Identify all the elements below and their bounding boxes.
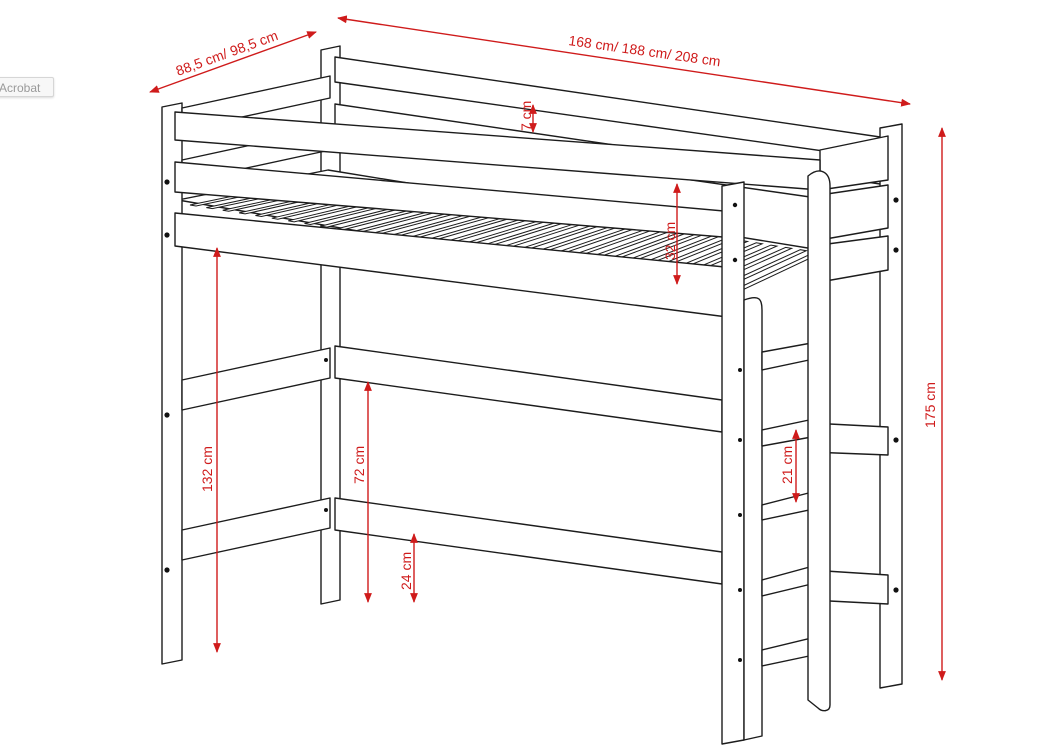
dim-bottom-rail-label: 24 cm	[398, 552, 414, 590]
bolt-holes	[164, 179, 899, 662]
dim-width-label: 88,5 cm/ 98,5 cm	[174, 27, 280, 79]
dim-rail-gap-label: 7 cm	[518, 101, 534, 131]
front-guard-rails	[174, 111, 821, 319]
acrobat-tooltip: Acrobat	[0, 77, 54, 97]
dim-total-height-label: 175 cm	[922, 382, 938, 428]
dim-under-bed-label: 132 cm	[199, 446, 215, 492]
front-right-post	[721, 181, 763, 745]
dim-guard-height-label: 32 cm	[662, 222, 678, 260]
dim-ladder-step-label: 21 cm	[779, 446, 795, 484]
ladder	[761, 170, 831, 712]
dim-lower-rail-label: 72 cm	[351, 446, 367, 484]
